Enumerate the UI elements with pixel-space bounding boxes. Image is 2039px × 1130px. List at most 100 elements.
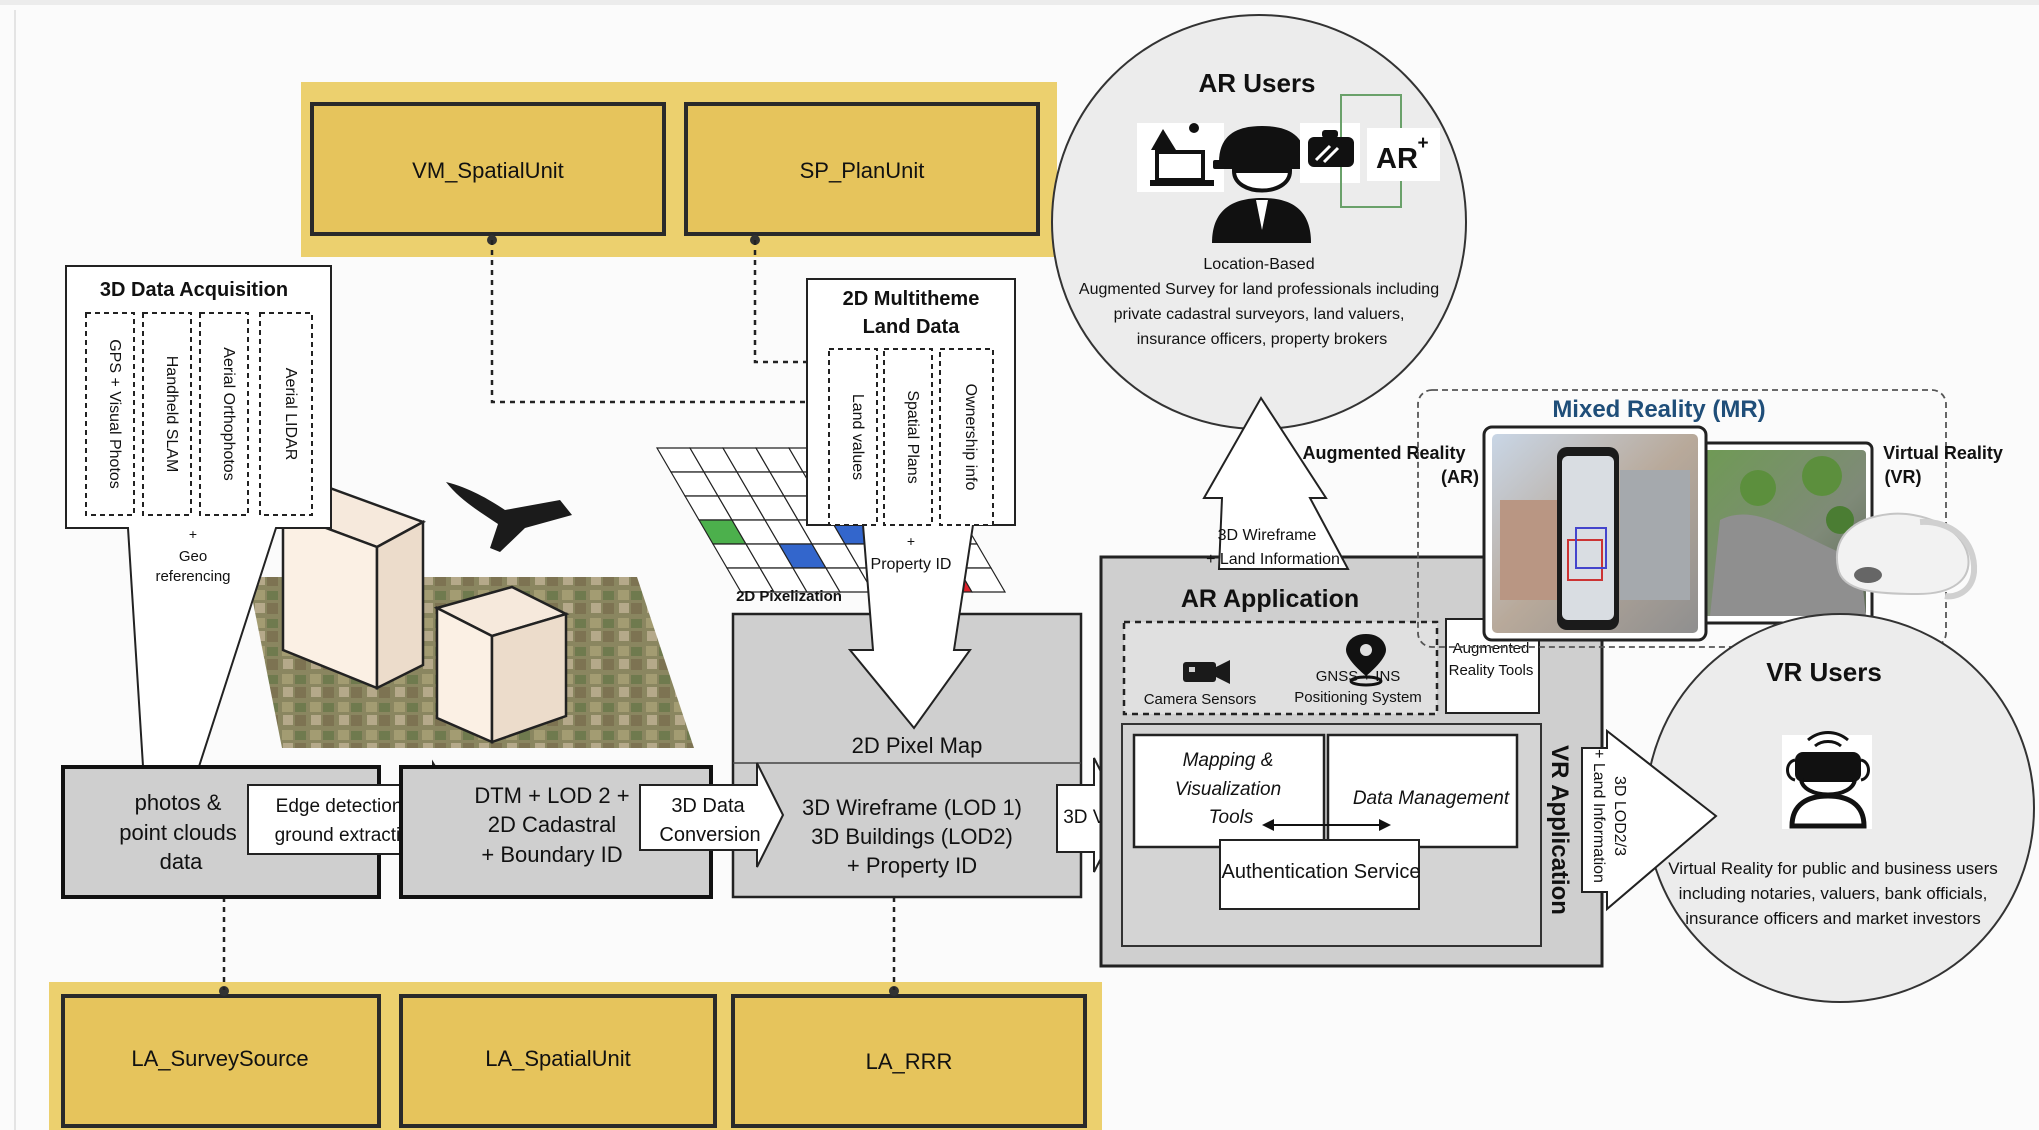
ar-users-desc-4: insurance officers, property brokers bbox=[1137, 331, 1387, 348]
vm-connector bbox=[490, 240, 845, 404]
mixed-reality-frame bbox=[1417, 389, 1947, 648]
sp-planunit-label: SP_PlanUnit bbox=[800, 158, 925, 183]
mr-vr-label-1: Virtual Reality bbox=[1883, 443, 2003, 463]
acq-item-box bbox=[259, 312, 313, 516]
ar-users-up-arrow bbox=[1202, 396, 1350, 570]
mapping-line2: Visualization bbox=[1175, 779, 1281, 800]
ar-users-desc-3: private cadastral surveyors, land valuer… bbox=[1114, 306, 1405, 323]
ar-sensors-group bbox=[1122, 620, 1439, 716]
vr-user-icon bbox=[1782, 731, 1872, 829]
ar-application-title: AR Application bbox=[1181, 585, 1359, 613]
gnss-line1: GNSS + INS bbox=[1316, 668, 1401, 685]
theme-item-land-values: Land values bbox=[849, 394, 866, 480]
acq-item-lidar: Aerial LIDAR bbox=[282, 368, 299, 460]
mr-ar-label-1: Augmented Reality bbox=[1302, 443, 1465, 463]
theme-item-box bbox=[939, 348, 994, 526]
photos-line3: data bbox=[160, 849, 204, 874]
worker-hardhat-icon bbox=[1212, 126, 1311, 243]
vm-spatialunit-label: VM_SpatialUnit bbox=[412, 158, 564, 183]
aug-tools-line1: Augmented bbox=[1453, 640, 1530, 657]
dtm-line2: 2D Cadastral bbox=[488, 812, 616, 837]
theme-item-box bbox=[883, 348, 933, 526]
la-rrr-label: LA_RRR bbox=[866, 1049, 953, 1074]
mixed-reality-title: Mixed Reality (MR) bbox=[1552, 396, 1765, 423]
data-conversion-arrow bbox=[639, 762, 785, 868]
edge-line1: Edge detection & bbox=[276, 796, 421, 817]
pixel-map-label: 2D Pixel Map bbox=[852, 733, 983, 758]
ar-badge-text: AR bbox=[1376, 143, 1418, 175]
la-surveysource-label: LA_SurveySource bbox=[131, 1046, 308, 1071]
mapping-line3: Tools bbox=[1209, 807, 1254, 828]
authentication-box bbox=[1219, 839, 1420, 910]
acq-plus: + bbox=[189, 526, 197, 542]
conv-line1: 3D Data bbox=[671, 795, 745, 817]
drone-icon bbox=[446, 482, 572, 552]
vr-arrow-line1: 3D LOD2/3 bbox=[1611, 776, 1628, 856]
dtm-line1: DTM + LOD 2 + bbox=[474, 783, 629, 808]
location-pin-icon bbox=[1346, 634, 1386, 687]
vr-application-title: VR Application bbox=[1546, 745, 1573, 915]
acq-item-box bbox=[199, 312, 249, 516]
theme-plus: + bbox=[907, 533, 915, 549]
conv-line2: Conversion bbox=[659, 824, 760, 846]
acq-item-box bbox=[85, 312, 135, 516]
mr-vr-label-2: (VR) bbox=[1885, 467, 1922, 487]
sp-planunit-box bbox=[684, 102, 1040, 236]
data-management-box bbox=[1326, 733, 1519, 849]
la-surveysource-box bbox=[61, 994, 381, 1128]
authentication-label: Authentication Service bbox=[1221, 861, 1420, 883]
multitheme-title-1: 2D Multitheme bbox=[843, 288, 980, 310]
ar-arrow-line2: + Land Information bbox=[1206, 551, 1340, 568]
vr-headset-small-icon bbox=[1308, 137, 1354, 167]
acq-geo-line1: Geo bbox=[179, 548, 207, 565]
photos-line2: point clouds bbox=[119, 820, 236, 845]
pixelization-label: 2D Pixelization bbox=[736, 588, 842, 605]
vr-users-desc-1: Virtual Reality for public and business … bbox=[1668, 859, 1997, 878]
wire-line3: + Property ID bbox=[847, 853, 977, 878]
mountain-icon bbox=[1151, 129, 1176, 150]
vr-users-desc-2: including notaries, valuers, bank offici… bbox=[1679, 884, 1988, 903]
ar-plus-badge bbox=[1367, 128, 1440, 181]
ar-street-image bbox=[1482, 425, 1708, 642]
vm-spatialunit-box bbox=[310, 102, 666, 236]
mapping-line1: Mapping & bbox=[1183, 750, 1274, 771]
multitheme-title-2: Land Data bbox=[863, 316, 961, 338]
theme-property-id: Property ID bbox=[871, 556, 952, 573]
la-spatialunit-box bbox=[399, 994, 717, 1128]
acq-item-box bbox=[142, 312, 192, 516]
buildings-illustration bbox=[280, 485, 570, 744]
acq-item-gps: GPS + Visual Photos bbox=[106, 339, 123, 489]
la-spatialunit-label: LA_SpatialUnit bbox=[485, 1046, 631, 1071]
theme-item-spatial-plans: Spatial Plans bbox=[904, 390, 921, 483]
ar-badge-sup: + bbox=[1417, 133, 1428, 154]
acquisition-title: 3D Data Acquisition bbox=[100, 279, 288, 301]
theme-item-ownership: Ownership info bbox=[962, 384, 979, 491]
acq-item-slam: Handheld SLAM bbox=[163, 356, 180, 473]
theme-item-box bbox=[828, 348, 878, 526]
photos-line1: photos & bbox=[135, 790, 222, 815]
acq-item-orthophotos: Aerial Orthophotos bbox=[220, 347, 237, 480]
vr-headset-icon bbox=[1835, 512, 1978, 600]
mapping-tools-box bbox=[1132, 733, 1326, 849]
acq-geo-line2: referencing bbox=[155, 568, 230, 585]
gnss-line2: Positioning System bbox=[1294, 689, 1422, 706]
la-rrr-box bbox=[731, 994, 1087, 1128]
ar-users-icons: AR + bbox=[1137, 94, 1440, 243]
aug-tools-line2: Reality Tools bbox=[1449, 662, 1534, 679]
pixel-cell bbox=[956, 567, 1007, 593]
camera-sensors-label: Camera Sensors bbox=[1144, 691, 1257, 708]
ar-users-desc-1: Location-Based bbox=[1203, 256, 1314, 273]
ar-arrow-line1: 3D Wireframe bbox=[1218, 527, 1317, 544]
ar-users-desc-2: Augmented Survey for land professionals … bbox=[1079, 281, 1439, 298]
data-management-label: Data Management bbox=[1353, 788, 1510, 809]
vr-users-title: VR Users bbox=[1766, 657, 1882, 687]
mr-ar-label-2: (AR) bbox=[1441, 467, 1479, 487]
ar-users-title: AR Users bbox=[1198, 68, 1315, 98]
camera-icon bbox=[1183, 660, 1230, 684]
vr-users-desc-3: insurance officers and market investors bbox=[1685, 909, 1980, 928]
wire-line2: 3D Buildings (LOD2) bbox=[811, 824, 1013, 849]
wire-line1: 3D Wireframe (LOD 1) bbox=[802, 795, 1022, 820]
dtm-line3: + Boundary ID bbox=[481, 842, 622, 867]
edge-line2: ground extraction bbox=[275, 825, 422, 846]
